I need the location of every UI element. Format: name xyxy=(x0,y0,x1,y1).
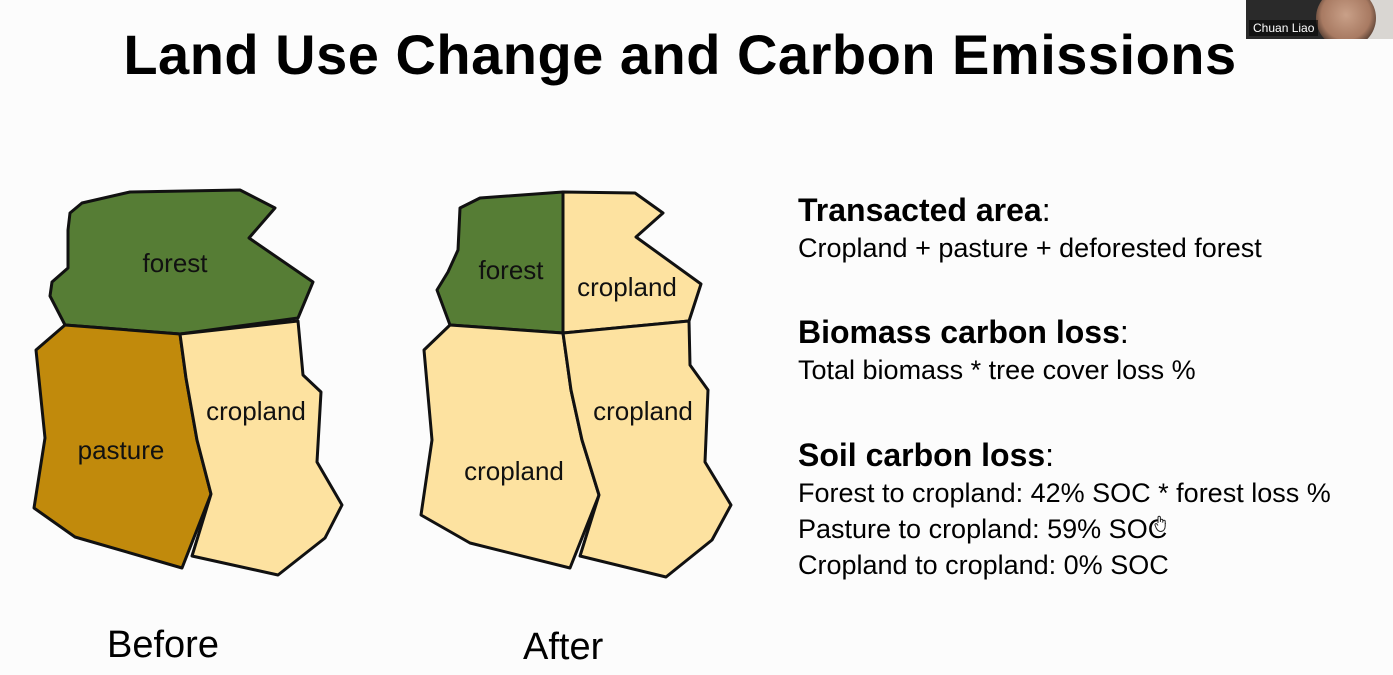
heading-colon: : xyxy=(1045,437,1055,473)
participant-avatar xyxy=(1316,0,1376,39)
before-cropland-label: cropland xyxy=(206,396,306,426)
soil-carbon-line: Forest to cropland: 42% SOC * forest los… xyxy=(798,478,1331,508)
transacted-area-heading: Transacted area: xyxy=(798,190,1262,230)
after-cropland-bottom-right-label: cropland xyxy=(593,396,693,426)
after-caption: After xyxy=(523,626,604,668)
hand-cursor-icon xyxy=(1154,515,1166,533)
soil-carbon-section: Soil carbon loss: Forest to cropland: 42… xyxy=(798,435,1331,583)
before-forest-region xyxy=(48,188,315,336)
participant-video-tile[interactable]: Chuan Liao xyxy=(1246,0,1393,39)
biomass-carbon-line: Total biomass * tree cover loss % xyxy=(798,355,1196,385)
participant-name: Chuan Liao xyxy=(1249,20,1319,36)
before-map: forest pasture cropland xyxy=(32,188,344,577)
soil-carbon-heading-text: Soil carbon loss xyxy=(798,437,1046,473)
soil-carbon-heading: Soil carbon loss: xyxy=(798,435,1331,475)
after-cropland-bottom-right-region xyxy=(561,319,733,579)
soil-carbon-line: Cropland to cropland: 0% SOC xyxy=(798,550,1169,580)
transacted-area-line: Cropland + pasture + deforested forest xyxy=(798,233,1262,263)
before-caption: Before xyxy=(107,624,219,666)
heading-colon: : xyxy=(1041,192,1051,228)
before-cropland-region xyxy=(178,319,344,577)
biomass-carbon-heading-text: Biomass carbon loss xyxy=(798,314,1120,350)
biomass-carbon-section: Biomass carbon loss: Total biomass * tre… xyxy=(798,312,1196,388)
after-cropland-top-right-region xyxy=(561,190,703,335)
after-map: forest cropland cropland cropland xyxy=(419,190,733,579)
slide-title: Land Use Change and Carbon Emissions xyxy=(123,23,1237,86)
before-pasture-label: pasture xyxy=(78,435,165,465)
after-forest-label: forest xyxy=(478,255,544,285)
before-forest-label: forest xyxy=(142,248,208,278)
transacted-area-heading-text: Transacted area xyxy=(798,192,1042,228)
after-cropland-bottom-left-label: cropland xyxy=(464,456,564,486)
biomass-carbon-heading: Biomass carbon loss: xyxy=(798,312,1196,352)
after-cropland-top-right-label: cropland xyxy=(577,272,677,302)
heading-colon: : xyxy=(1119,314,1129,350)
soil-carbon-line: Pasture to cropland: 59% SOC xyxy=(798,514,1168,544)
transacted-area-section: Transacted area: Cropland + pasture + de… xyxy=(798,190,1262,266)
